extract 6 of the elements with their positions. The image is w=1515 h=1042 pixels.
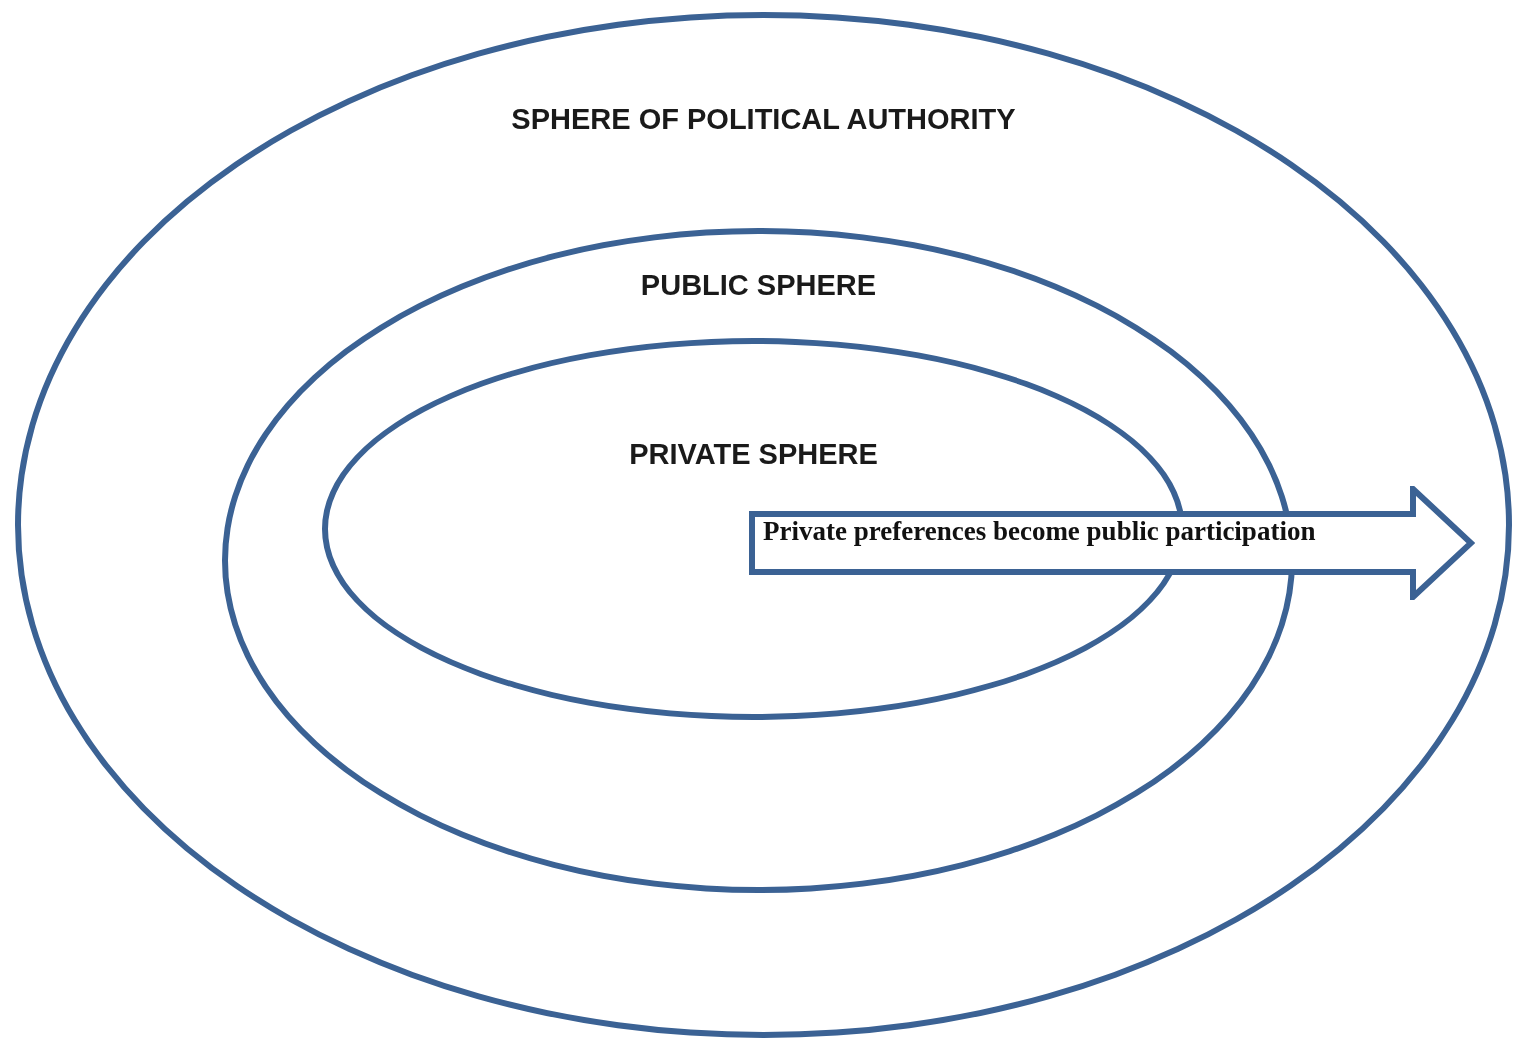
sphere-label: PRIVATE SPHERE [629, 438, 878, 470]
arrow-label: Private preferences become public participation [763, 516, 1316, 547]
sphere-label: PUBLIC SPHERE [640, 269, 877, 301]
ellipse [15, 12, 1512, 1038]
block-arrow [749, 486, 1475, 600]
sphere-label: SPHERE OF POLITICAL AUTHORITY [511, 103, 1016, 135]
